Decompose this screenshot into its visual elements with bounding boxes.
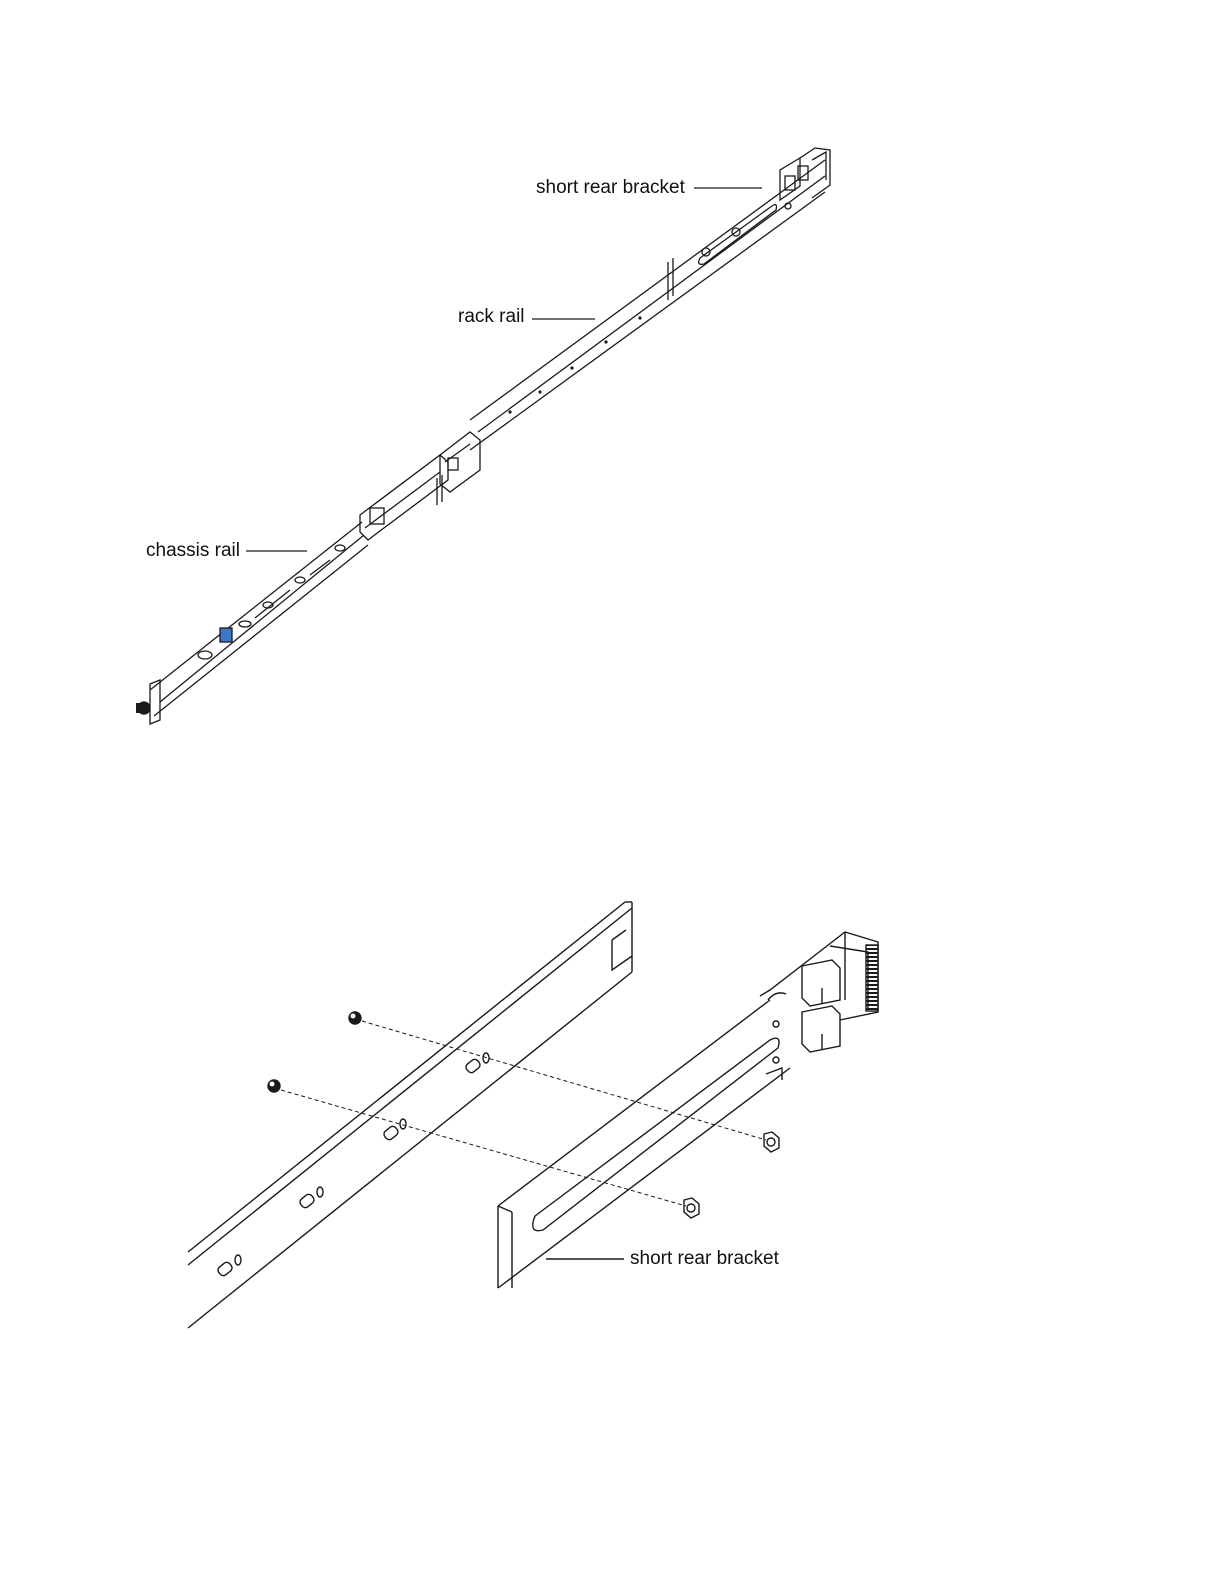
slide-member [360, 432, 480, 540]
rail-assembly-overview [136, 148, 830, 724]
nut-lower [684, 1198, 699, 1218]
screw-lower [268, 1080, 280, 1092]
nut-upper [764, 1132, 779, 1152]
label-short-rear-bracket-detail: short rear bracket [630, 1248, 779, 1270]
screw-upper [349, 1012, 361, 1024]
label-chassis-rail: chassis rail [146, 540, 240, 562]
label-short-rear-bracket-overview: short rear bracket [536, 177, 685, 199]
label-rack-rail: rack rail [458, 306, 525, 328]
short-rear-bracket-overview [699, 148, 830, 264]
alignment-line-upper [362, 1021, 766, 1140]
short-rear-bracket-detail [498, 932, 878, 1288]
rack-rail-section [188, 902, 632, 1328]
rack-rail [470, 160, 825, 450]
